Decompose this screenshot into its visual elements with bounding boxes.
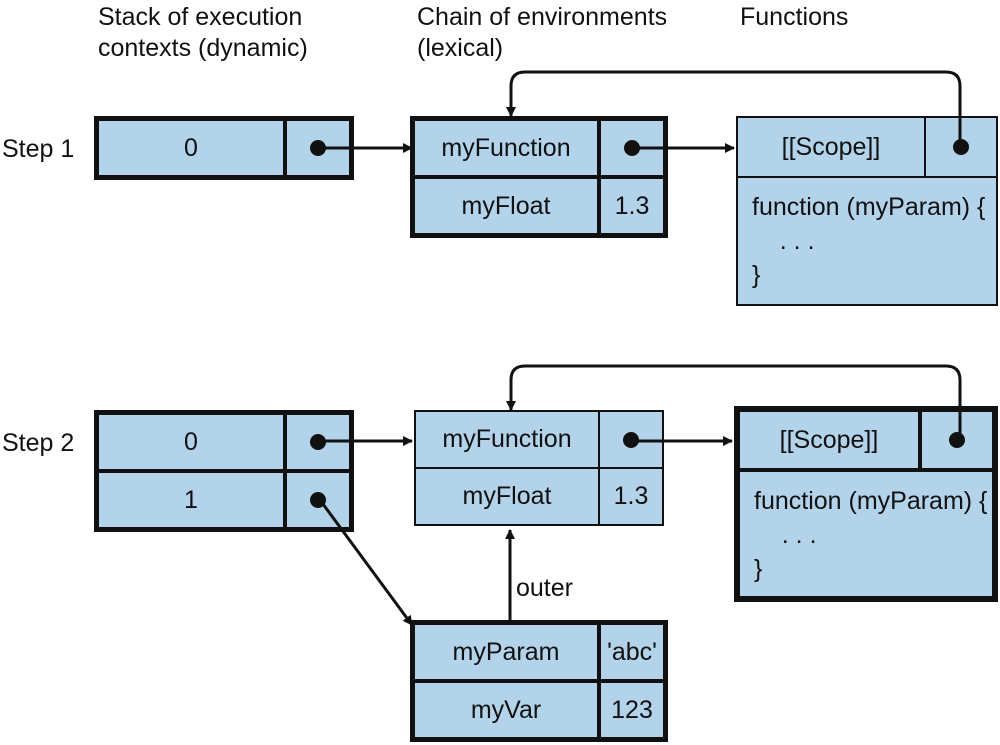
env-entry-value: 123: [601, 683, 663, 737]
stack-frame-index: 0: [99, 415, 283, 469]
env-entry-name: myFunction: [416, 412, 598, 467]
function-body: function (myParam) { . . . }: [740, 472, 992, 596]
step-2-label: Step 2: [2, 429, 75, 457]
step-2-new-environment: myParam 'abc' myVar 123: [410, 620, 668, 742]
function-scope-label: [[Scope]]: [740, 412, 918, 468]
stack-frame-index: 1: [99, 473, 283, 527]
chain-header-line-2: (lexical): [417, 34, 504, 62]
chain-header-line-1: Chain of environments: [417, 3, 668, 31]
stack-header-line-2: contexts (dynamic): [98, 34, 308, 62]
function-code-line: }: [754, 555, 763, 583]
chain-header: Chain of environments (lexical): [417, 2, 667, 64]
function-code-line: . . .: [752, 227, 815, 255]
pointer-dot-icon: [624, 140, 640, 156]
env-entry-name: myFunction: [415, 121, 597, 175]
function-code-line: }: [752, 261, 761, 289]
functions-header-line-1: Functions: [740, 3, 849, 31]
function-scope-label: [[Scope]]: [738, 118, 924, 176]
stack-frame-index: 0: [99, 121, 283, 175]
step-1-label: Step 1: [2, 135, 75, 163]
arrow-scope-to-env: [506, 364, 962, 440]
arrow-scope-to-env: [506, 70, 962, 147]
outer-label: outer: [516, 574, 573, 602]
function-code-line: function (myParam) {: [754, 487, 988, 515]
functions-header: Functions: [740, 2, 848, 33]
arrow-stack-to-new-env: [318, 499, 414, 626]
env-entry-value: 1.3: [601, 179, 663, 233]
stack-header: Stack of execution contexts (dynamic): [98, 2, 308, 64]
step-1-stack: 0: [94, 116, 354, 180]
stack-frame-pointer: [287, 473, 349, 527]
env-entry-value: 1.3: [600, 469, 662, 524]
function-body: function (myParam) { . . . }: [738, 178, 996, 304]
function-code-line: . . .: [754, 521, 817, 549]
pointer-dot-icon: [310, 434, 326, 450]
function-code-line: function (myParam) {: [752, 193, 986, 221]
pointer-dot-icon: [310, 140, 326, 156]
env-entry-name: myFloat: [415, 179, 597, 233]
pointer-dot-icon: [623, 431, 639, 448]
env-entry-name: myVar: [415, 683, 597, 737]
step-2-stack: 0 1: [94, 410, 354, 532]
stack-header-line-1: Stack of execution: [98, 3, 303, 31]
env-entry-name: myParam: [415, 625, 597, 679]
step-2-environment: myFunction myFloat 1.3: [414, 410, 664, 526]
env-entry-value: 'abc': [601, 625, 663, 679]
step-2-function-object: [[Scope]] function (myParam) { . . . }: [734, 406, 998, 602]
env-entry-name: myFloat: [416, 469, 598, 524]
step-1-function-object: [[Scope]] function (myParam) { . . . }: [736, 116, 998, 306]
env-entry-pointer: [600, 412, 662, 467]
